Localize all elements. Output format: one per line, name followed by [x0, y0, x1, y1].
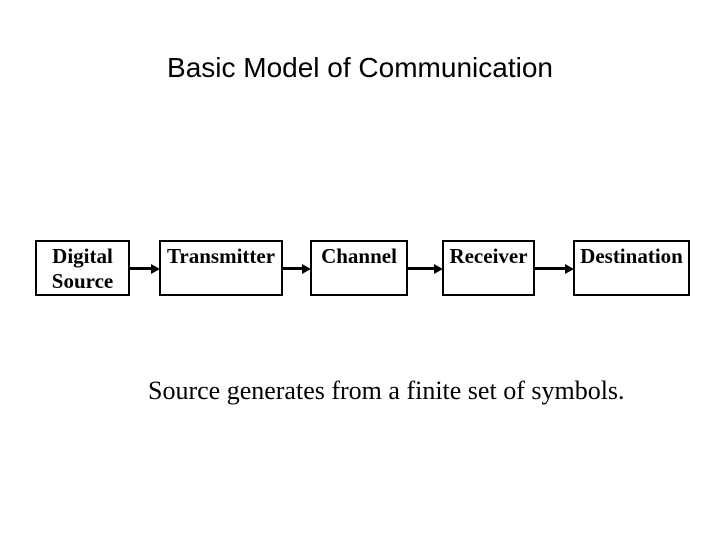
- arrow-transmitter-to-channel: [283, 263, 311, 274]
- arrow-shaft: [130, 267, 153, 270]
- slide-title: Basic Model of Communication: [167, 52, 553, 83]
- node-receiver: Receiver: [442, 240, 535, 296]
- arrowhead-right-icon: [434, 263, 443, 274]
- arrow-shaft: [283, 267, 304, 270]
- arrow-shaft: [535, 267, 567, 270]
- arrowhead-right-icon: [565, 263, 574, 274]
- node-digital-source-label: Digital Source: [51, 244, 114, 293]
- arrowhead-right-icon: [151, 263, 160, 274]
- node-destination: Destination: [573, 240, 690, 296]
- node-receiver-label: Receiver: [449, 244, 528, 268]
- node-channel-label: Channel: [321, 244, 397, 268]
- node-channel: Channel: [310, 240, 408, 296]
- arrow-receiver-to-destination: [535, 263, 574, 274]
- arrow-channel-to-receiver: [408, 263, 443, 274]
- slide-caption: Source generates from a finite set of sy…: [148, 376, 625, 405]
- node-transmitter-label: Transmitter: [166, 244, 276, 268]
- node-destination-label: Destination: [580, 244, 683, 268]
- node-digital-source: Digital Source: [35, 240, 130, 296]
- arrowhead-right-icon: [302, 263, 311, 274]
- arrow-source-to-transmitter: [130, 263, 160, 274]
- node-transmitter: Transmitter: [159, 240, 283, 296]
- arrow-shaft: [408, 267, 436, 270]
